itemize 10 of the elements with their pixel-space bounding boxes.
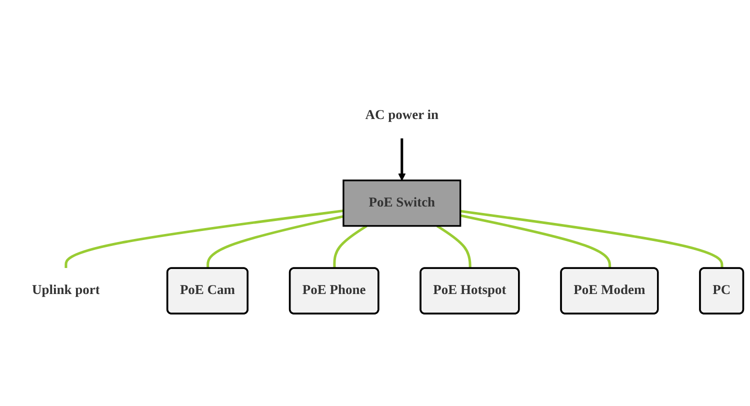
node-box: PoE Switch xyxy=(342,179,462,227)
node-text: AC power in xyxy=(365,108,438,122)
connector xyxy=(460,210,724,268)
connector xyxy=(460,214,612,268)
arrow xyxy=(398,138,406,181)
connector xyxy=(64,209,344,268)
connector xyxy=(333,224,368,268)
connector xyxy=(206,214,344,268)
node-text: Uplink port xyxy=(32,283,100,298)
connector xyxy=(436,224,472,268)
